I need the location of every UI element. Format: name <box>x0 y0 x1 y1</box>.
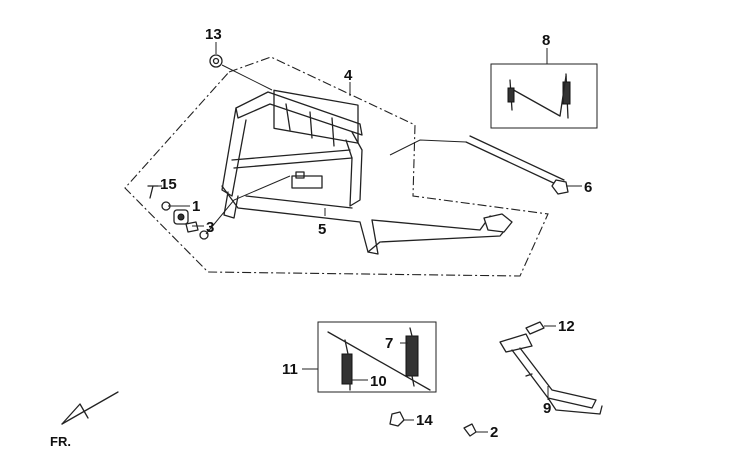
part-6-shaft <box>465 135 569 195</box>
callout-7: 7 <box>385 335 393 352</box>
part-13-nut-hole <box>212 57 220 65</box>
main-stand-part <box>221 89 513 255</box>
callout-6: 6 <box>584 179 592 196</box>
callout-11: 11 <box>282 361 298 378</box>
part-14-nut <box>389 411 405 427</box>
spring-kit-box <box>490 63 598 129</box>
front-arrow-icon <box>61 391 119 425</box>
callout-10: 10 <box>370 373 387 390</box>
part-13-nut <box>209 54 223 68</box>
assembly-boundary-main-stand <box>124 56 549 277</box>
callout-13: 13 <box>205 26 222 43</box>
callout-4: 4 <box>344 67 353 84</box>
callout-3: 3 <box>206 219 214 236</box>
callout-5: 5 <box>318 221 326 238</box>
callout-8: 8 <box>542 32 550 49</box>
bushing-part <box>173 209 189 225</box>
part-12-bolt <box>525 321 545 335</box>
part-15-pin <box>147 185 159 199</box>
leader-lines <box>156 42 582 433</box>
spring-set-box <box>317 321 437 393</box>
callout-12: 12 <box>558 318 575 335</box>
spring-set-part <box>327 327 431 391</box>
part-2-screw <box>463 423 477 437</box>
spring-kit-part <box>507 73 571 119</box>
callout-1: 1 <box>192 198 200 215</box>
part-3-washer <box>199 230 209 240</box>
callout-14: 14 <box>416 412 433 429</box>
orientation-label: FR. <box>50 434 71 449</box>
callout-2: 2 <box>490 424 498 441</box>
callout-15: 15 <box>160 176 177 193</box>
callout-9: 9 <box>543 400 551 417</box>
part-3-bolt <box>185 221 199 233</box>
side-stand-part <box>499 333 603 415</box>
